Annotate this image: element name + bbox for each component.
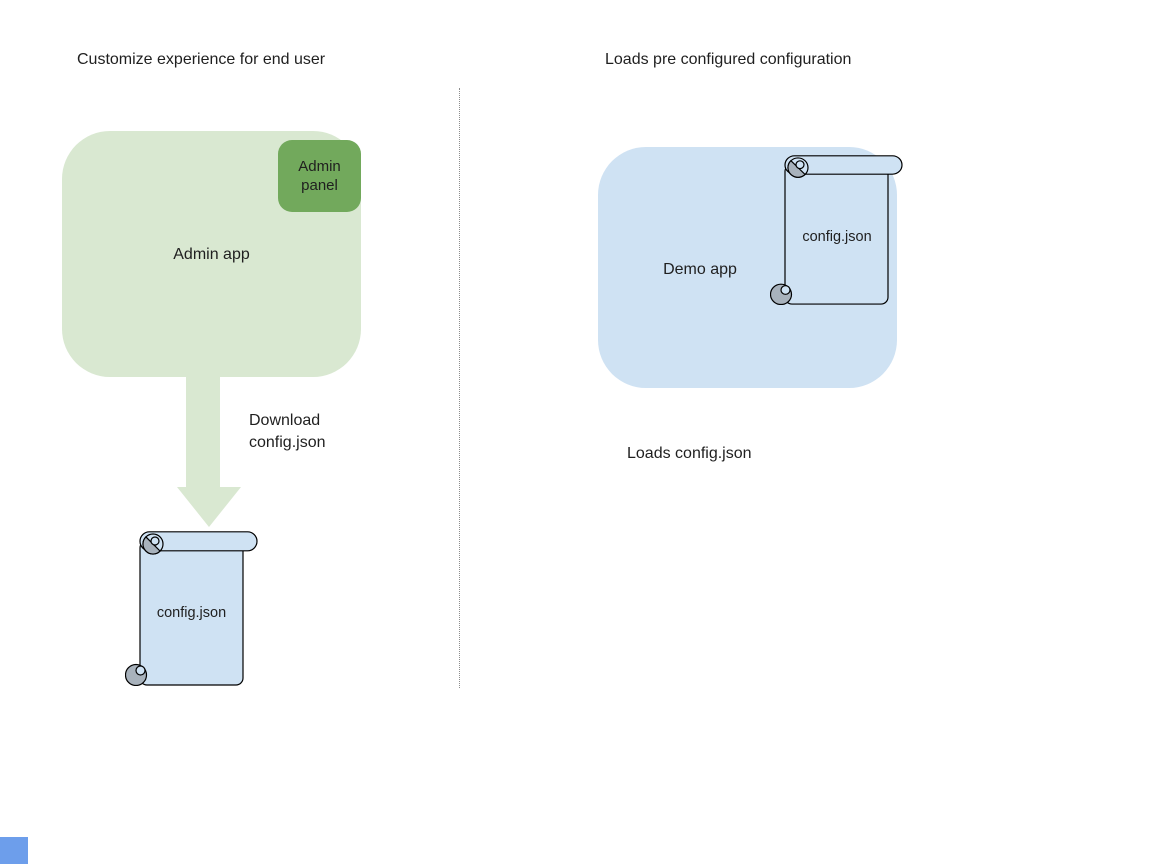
admin-app-label: Admin app <box>173 246 250 263</box>
config-json-scroll-icon <box>125 531 258 686</box>
download-arrow-label: Download config.json <box>249 412 326 451</box>
loads-config-caption: Loads config.json <box>627 445 752 462</box>
right-scroll-label: config.json <box>802 229 872 245</box>
config-json-scroll-icon <box>770 155 903 305</box>
right-section-title: Loads pre configured configuration <box>605 51 852 68</box>
demo-app-label: Demo app <box>663 261 737 278</box>
down-arrow-icon <box>177 376 241 527</box>
left-section-title: Customize experience for end user <box>77 51 326 68</box>
left-scroll-label: config.json <box>156 605 227 621</box>
section-divider-line <box>459 88 460 688</box>
admin-panel-shape: Admin panel <box>278 140 361 212</box>
admin-panel-label: Admin panel <box>298 158 341 194</box>
blue-square-shape <box>0 837 28 864</box>
